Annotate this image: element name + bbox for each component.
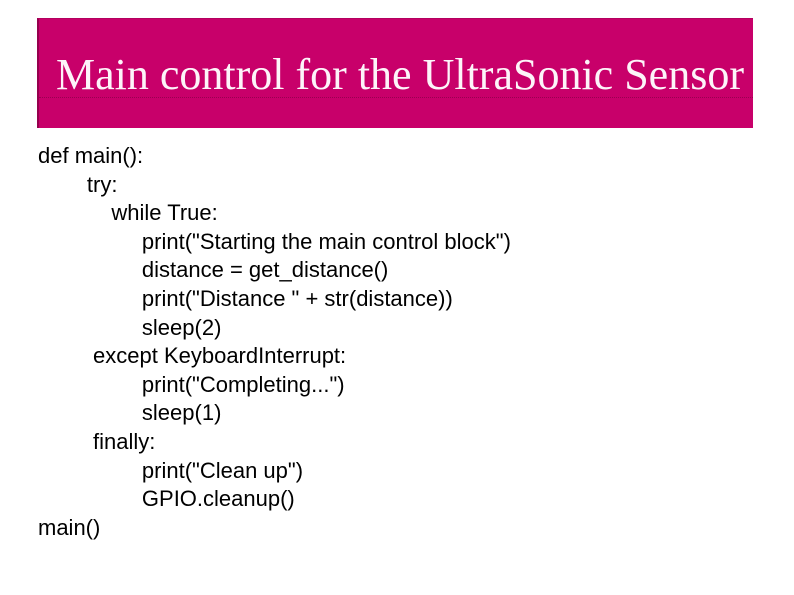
code-line: GPIO.cleanup() bbox=[38, 486, 295, 512]
code-line: sleep(2) bbox=[38, 314, 222, 340]
code-line: distance = get_distance() bbox=[38, 257, 389, 283]
title-banner: Main control for the UltraSonic Sensor bbox=[37, 18, 753, 128]
slide-title: Main control for the UltraSonic Sensor bbox=[56, 49, 744, 99]
code-block: def main(): try: while True: print("Star… bbox=[38, 142, 511, 542]
code-line: main() bbox=[38, 514, 101, 540]
code-line: except KeyboardInterrupt: bbox=[38, 343, 347, 369]
code-line: print("Distance " + str(distance)) bbox=[38, 285, 453, 311]
code-line: while True: bbox=[38, 200, 218, 226]
code-line: finally: bbox=[38, 428, 156, 454]
code-line: print("Starting the main control block") bbox=[38, 228, 511, 254]
code-line: def main(): bbox=[38, 143, 144, 168]
code-line: print("Clean up") bbox=[38, 457, 304, 483]
banner-placeholder-divider bbox=[39, 97, 753, 98]
code-line: try: bbox=[38, 171, 118, 197]
code-line: print("Completing...") bbox=[38, 371, 345, 397]
code-line: sleep(1) bbox=[38, 400, 222, 426]
